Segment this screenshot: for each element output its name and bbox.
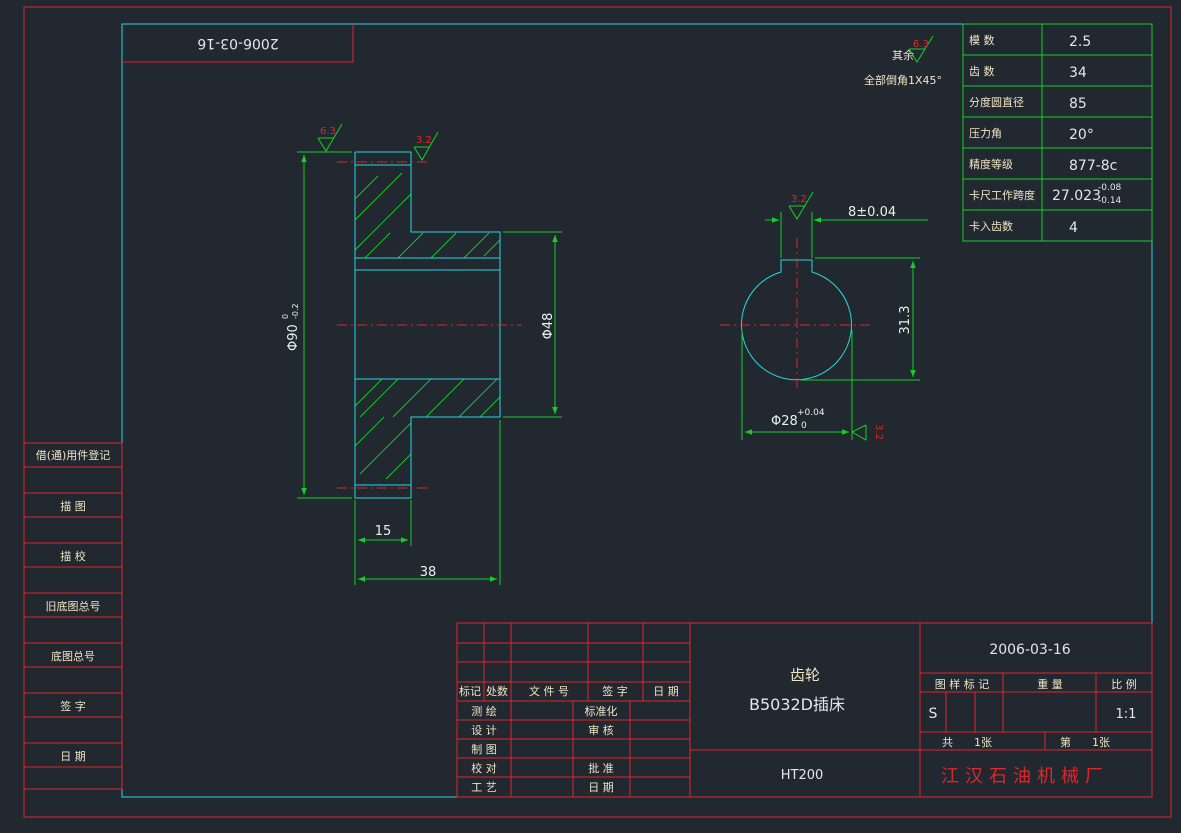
dim-bore-dia: Φ28 — [771, 414, 798, 429]
dim-outer-tol-low: -0.2 — [291, 303, 300, 319]
param-value-3: 20° — [1069, 127, 1094, 143]
side-label-1: 描 图 — [60, 499, 86, 513]
hdr-weight: 重 量 — [1037, 677, 1063, 691]
param-label-4: 精度等级 — [969, 157, 1013, 171]
date: 2006-03-16 — [989, 642, 1070, 658]
part-name: 齿轮 — [790, 666, 820, 684]
roughness-symbol-face — [413, 131, 439, 161]
section-hatching — [354, 172, 501, 480]
scale-value: 1:1 — [1116, 707, 1137, 722]
roughness-symbol-bore — [850, 424, 867, 441]
role-left-1: 设 计 — [471, 724, 497, 737]
param-label-5: 卡尺工作跨度 — [969, 188, 1035, 202]
dim-width-38: 38 — [420, 565, 437, 580]
side-label-6: 日 期 — [60, 750, 86, 763]
title-block: 标记 处数 文 件 号 签 字 日 期 测 绘 设 计 制 图 校 对 工 艺 … — [456, 622, 1153, 798]
role-left-0: 测 绘 — [471, 704, 497, 718]
side-registry: 借(通)用件登记 描 图 描 校 旧底图总号 底图总号 签 字 日 期 — [23, 442, 123, 790]
role-left-2: 制 图 — [471, 743, 497, 756]
rev-header-2: 文 件 号 — [529, 684, 569, 698]
mirrored-date: 2006-03-16 — [197, 35, 278, 51]
side-label-5: 签 字 — [60, 699, 86, 713]
sheets-total: 1张 — [974, 736, 992, 749]
section-outline-bottom — [354, 378, 501, 499]
side-label-4: 底图总号 — [51, 649, 95, 663]
role-mid-0: 标准化 — [585, 704, 618, 718]
material: HT200 — [781, 768, 824, 783]
rev-header-4: 日 期 — [653, 685, 679, 698]
general-roughness-note: 其余 6.3 全部倒角1X45° — [864, 35, 942, 87]
param-value-2: 85 — [1069, 96, 1087, 112]
side-label-0: 借(通)用件登记 — [36, 448, 111, 462]
dim-outer-dia: Φ90 — [286, 324, 301, 351]
company-name: 江汉石油机械厂 — [941, 766, 1109, 787]
bore-outline — [741, 259, 852, 381]
dim-key-width: 8±0.04 — [848, 205, 896, 220]
roughness-symbol-keyway — [788, 191, 814, 220]
sheet-no-label: 第 — [1060, 735, 1071, 749]
param-value-1: 34 — [1069, 65, 1087, 81]
sheet-no: 1张 — [1092, 736, 1110, 749]
param-value-4: 877-8c — [1069, 158, 1117, 174]
side-label-2: 描 校 — [60, 549, 86, 563]
rev-header-0: 标记 — [459, 684, 481, 698]
roughness-keyway-value: 3.2 — [791, 194, 807, 205]
roughness-symbol-note — [908, 35, 934, 63]
roughness-symbol-outer — [317, 123, 343, 152]
mark-value: S — [929, 706, 938, 722]
mirrored-date-box: 2006-03-16 — [122, 24, 354, 63]
param-tol-low-5: -0.14 — [1098, 196, 1122, 206]
param-label-6: 卡入齿数 — [969, 220, 1013, 233]
param-tol-up-5: -0.08 — [1098, 183, 1122, 193]
sheet-border — [23, 6, 1172, 818]
section-outline-top — [354, 151, 501, 271]
dim-width-15: 15 — [375, 524, 392, 539]
role-mid-1: 审 核 — [588, 723, 614, 737]
rest-value: 6.3 — [913, 39, 929, 50]
param-label-3: 压力角 — [969, 127, 1002, 140]
sheets-total-label: 共 — [942, 736, 953, 749]
rev-header-3: 签 字 — [602, 684, 628, 698]
dim-outer-tol-up: 0 — [281, 314, 290, 319]
gear-section-view: 6.3 3.2 Φ90 0 -0.2 Φ48 15 38 — [281, 123, 562, 585]
dim-bore-tol-up: +0.04 — [797, 408, 825, 418]
param-value-5: 27.023 — [1052, 188, 1101, 204]
role-mid-4: 日 期 — [588, 781, 614, 794]
roughness-face-value: 3.2 — [416, 135, 432, 146]
hdr-mark: 图 样 标 记 — [935, 677, 990, 691]
side-label-3: 旧底图总号 — [46, 599, 101, 613]
dim-bore-tol-low: 0 — [801, 421, 807, 431]
param-value-0: 2.5 — [1069, 34, 1091, 50]
rev-header-1: 处数 — [486, 685, 508, 698]
param-value-6: 4 — [1069, 220, 1078, 236]
machine-name: B5032D插床 — [749, 695, 845, 714]
rest-label: 其余 — [892, 48, 914, 62]
dim-hub-dia: Φ48 — [541, 313, 556, 340]
gear-parameter-table: 模 数 2.5 齿 数 34 分度圆直径 85 压力角 20° 精度等级 877… — [962, 23, 1153, 242]
roughness-outer-value: 6.3 — [320, 126, 336, 137]
bore-keyway-view: 8±0.04 3.2 31.3 Φ28 +0.04 0 3.2 — [720, 191, 928, 441]
chamfer-note: 全部倒角1X45° — [864, 73, 942, 87]
role-left-3: 校 对 — [471, 761, 497, 775]
hdr-scale: 比 例 — [1111, 677, 1137, 691]
dim-key-depth: 31.3 — [898, 306, 913, 335]
param-label-0: 模 数 — [969, 34, 995, 47]
param-label-1: 齿 数 — [969, 65, 995, 78]
roughness-bore-value: 3.2 — [873, 424, 884, 440]
role-mid-3: 批 准 — [588, 761, 614, 775]
param-label-2: 分度圆直径 — [969, 95, 1024, 109]
role-left-4: 工 艺 — [471, 781, 497, 794]
